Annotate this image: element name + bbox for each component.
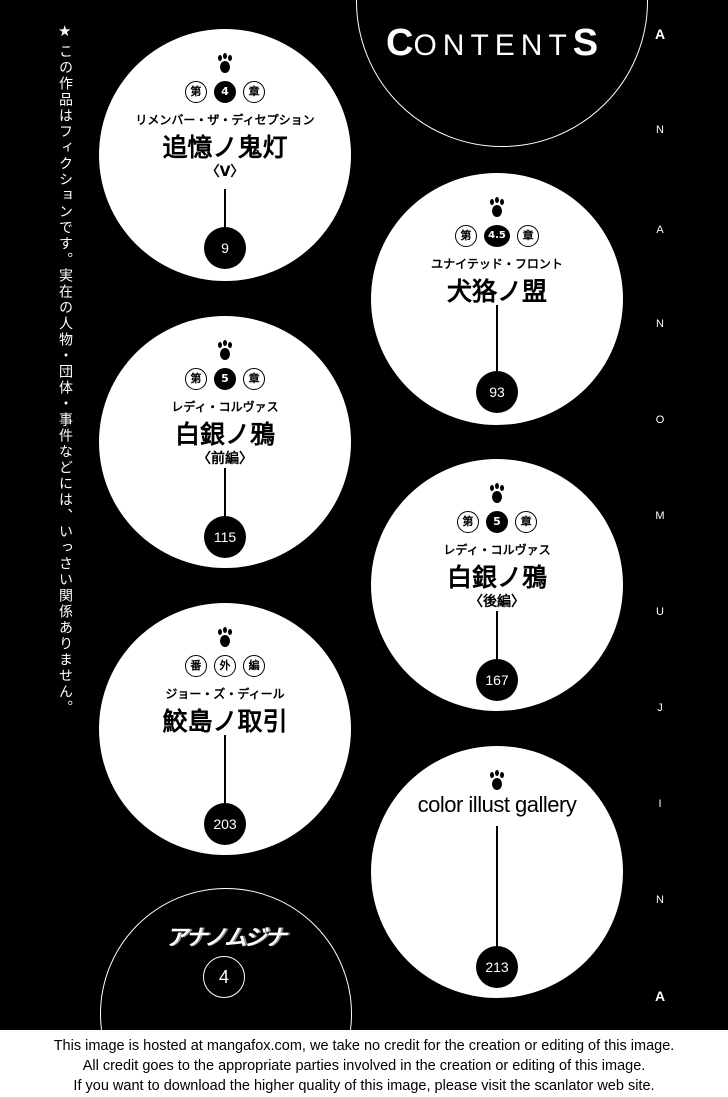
gallery-entry[interactable]: color illust gallery 213 xyxy=(371,746,623,998)
contents-title: CONTENTS xyxy=(386,22,599,64)
leader-line xyxy=(224,189,226,229)
volume-number: 4 xyxy=(203,956,245,998)
footer-line: All credit goes to the appropriate parti… xyxy=(82,1058,646,1074)
page-number: 213 xyxy=(476,946,518,988)
paw-icon xyxy=(218,340,232,360)
leader-line xyxy=(496,826,498,948)
chapter-entry[interactable]: 第 4.5 章 ユナイテッド・フロント 犬狢ノ盟 93 xyxy=(371,173,623,425)
paw-icon xyxy=(218,627,232,647)
chapter-badge-prefix: 第 xyxy=(456,511,479,533)
side-letter: A xyxy=(654,26,666,42)
chapter-badge-suffix: 章 xyxy=(515,511,538,533)
chapter-title: 白銀ノ鴉 xyxy=(174,420,275,449)
leader-line xyxy=(224,468,226,518)
chapter-reading: レディ・コルヴァス xyxy=(171,400,279,414)
chapter-title: 白銀ノ鴉 xyxy=(446,563,547,592)
paw-icon xyxy=(490,770,504,790)
hosting-footer: This image is hosted at mangafox.com, we… xyxy=(0,1030,728,1097)
chapter-subtitle: 〈前編〉 xyxy=(197,451,253,467)
footer-line: If you want to download the higher quali… xyxy=(73,1078,655,1094)
chapter-reading: ジョー・ズ・ディール xyxy=(165,687,285,701)
chapter-badge-suffix: 章 xyxy=(517,225,540,247)
side-letter: N xyxy=(656,894,664,906)
gallery-title: color illust gallery xyxy=(417,792,577,817)
paw-icon xyxy=(490,483,504,503)
chapter-badges: 第 5 章 xyxy=(371,511,623,533)
chapter-badges: 第 4 章 xyxy=(99,81,351,103)
chapter-badge-prefix: 番 xyxy=(184,655,207,677)
table-of-contents-page: ★ この作品はフィクションです。実在の人物・団体・事件などには、いっさい関係あり… xyxy=(57,0,666,1030)
side-letter: N xyxy=(656,124,664,136)
chapter-entry[interactable]: 第 4 章 リメンバー・ザ・ディセプション 追憶ノ鬼灯 〈V〉 9 xyxy=(99,29,351,281)
chapter-title: 追憶ノ鬼灯 xyxy=(162,133,288,162)
chapter-badge-suffix: 章 xyxy=(243,81,266,103)
footer-line: This image is hosted at mangafox.com, we… xyxy=(53,1038,675,1054)
chapter-badge-suffix: 編 xyxy=(243,655,266,677)
leader-line xyxy=(496,305,498,373)
side-letter: N xyxy=(656,318,664,330)
chapter-badge-prefix: 第 xyxy=(184,81,207,103)
leader-line xyxy=(224,735,226,805)
paw-icon xyxy=(490,197,504,217)
side-letter: A xyxy=(654,988,666,1004)
chapter-title: 鮫島ノ取引 xyxy=(162,707,288,736)
chapter-badge-number: 4 xyxy=(214,81,236,103)
chapter-badges: 番 外 編 xyxy=(99,655,351,677)
page-number: 115 xyxy=(204,516,246,558)
fiction-disclaimer: この作品はフィクションです。実在の人物・団体・事件などには、いっさい関係ありませ… xyxy=(57,44,73,716)
chapter-badge-prefix: 第 xyxy=(454,225,477,247)
page-number: 167 xyxy=(476,659,518,701)
leader-line xyxy=(496,611,498,661)
chapter-badges: 第 4.5 章 xyxy=(371,225,623,247)
series-logo: アナノムジナ xyxy=(165,926,286,951)
chapter-badge-number: 外 xyxy=(214,655,236,677)
chapter-badge-prefix: 第 xyxy=(184,368,207,390)
page-number: 203 xyxy=(204,803,246,845)
chapter-entry[interactable]: 第 5 章 レディ・コルヴァス 白銀ノ鴉 〈前編〉 115 xyxy=(99,316,351,568)
side-letter: I xyxy=(658,798,662,810)
side-letter: J xyxy=(657,702,663,714)
side-letter: A xyxy=(656,224,664,236)
chapter-entry[interactable]: 第 5 章 レディ・コルヴァス 白銀ノ鴉 〈後編〉 167 xyxy=(371,459,623,711)
chapter-reading: ユナイテッド・フロント xyxy=(431,257,563,271)
chapter-badge-suffix: 章 xyxy=(243,368,266,390)
chapter-reading: レディ・コルヴァス xyxy=(443,543,551,557)
page-number: 93 xyxy=(476,371,518,413)
paw-icon xyxy=(218,53,232,73)
chapter-badge-number: 4.5 xyxy=(484,225,510,247)
side-letter: U xyxy=(656,606,664,618)
side-letter: O xyxy=(655,414,665,426)
side-letter: M xyxy=(655,510,665,522)
chapter-badges: 第 5 章 xyxy=(99,368,351,390)
chapter-title: 犬狢ノ盟 xyxy=(446,277,547,306)
star-icon: ★ xyxy=(58,22,72,40)
chapter-subtitle: 〈V〉 xyxy=(205,164,245,180)
chapter-badge-number: 5 xyxy=(486,511,508,533)
page-number: 9 xyxy=(204,227,246,269)
chapter-reading: リメンバー・ザ・ディセプション xyxy=(135,113,315,127)
chapter-subtitle: 〈後編〉 xyxy=(469,594,525,610)
chapter-entry[interactable]: 番 外 編 ジョー・ズ・ディール 鮫島ノ取引 203 xyxy=(99,603,351,855)
chapter-badge-number: 5 xyxy=(214,368,236,390)
